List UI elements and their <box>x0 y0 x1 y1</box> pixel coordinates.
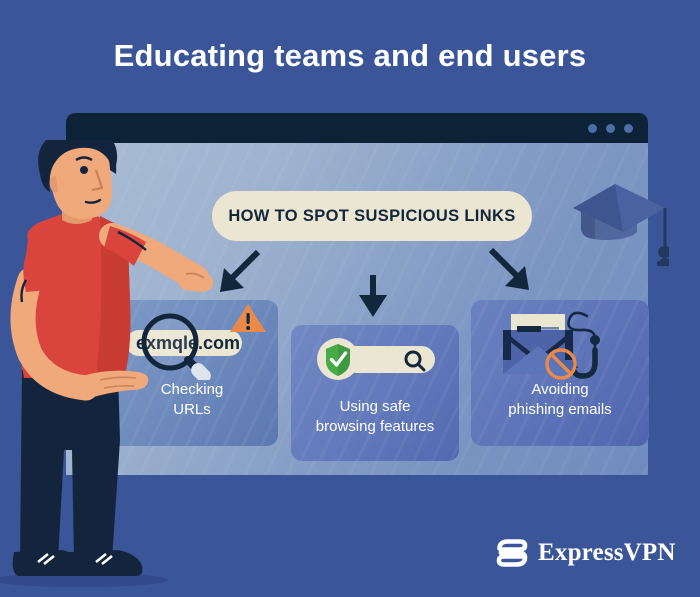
card-label-safe-browsing: Using safe browsing features <box>291 397 459 437</box>
arrow-down-icon <box>359 275 387 317</box>
envelope-icon <box>503 314 573 374</box>
search-icon <box>404 350 426 372</box>
headline-pill-label: HOW TO SPOT SUSPICIOUS LINKS <box>228 206 516 225</box>
card-label-line1: Using safe <box>339 398 411 415</box>
warning-triangle-icon <box>230 304 266 332</box>
arrow-down-right-icon <box>488 248 529 290</box>
card-label-line2: phishing emails <box>508 401 612 418</box>
card-label-line2: browsing features <box>315 418 435 435</box>
card-avoiding-phishing[interactable]: Avoiding phishing emails <box>471 300 649 446</box>
card-label-line1: Checking <box>160 381 224 398</box>
card-safe-browsing[interactable]: Using safe browsing features <box>291 325 459 461</box>
expressvpn-logo-mark-icon <box>496 539 528 567</box>
card-label-avoiding-phishing: Avoiding phishing emails <box>471 380 649 420</box>
safe-browsing-graphic <box>317 338 435 380</box>
page-title: Educating teams and end users <box>113 38 587 73</box>
browser-titlebar <box>66 113 648 143</box>
card-label-line2: URLs <box>173 401 211 418</box>
window-dot-2[interactable] <box>606 124 615 133</box>
graduation-cap-icon <box>573 184 669 266</box>
headline-pill[interactable]: HOW TO SPOT SUSPICIOUS LINKS <box>212 191 532 241</box>
window-dot-1[interactable] <box>588 124 597 133</box>
window-dot-3[interactable] <box>624 124 633 133</box>
arrow-down-left-icon <box>220 250 261 292</box>
no-entry-icon <box>545 348 577 380</box>
magnifier-icon <box>141 313 211 380</box>
phishing-graphic <box>503 311 600 380</box>
card-label-line1: Avoiding <box>531 381 589 398</box>
person-pointing-illustration <box>0 140 214 587</box>
shield-check-icon <box>317 338 359 380</box>
expressvpn-logo[interactable]: ExpressVPN <box>495 535 676 571</box>
url-bar-graphic: exmqle.com <box>126 304 266 380</box>
url-text: exmqle.com <box>136 333 240 353</box>
expressvpn-logo-text: ExpressVPN <box>538 539 676 566</box>
card-label-checking-urls: Checking URLs <box>106 380 278 420</box>
